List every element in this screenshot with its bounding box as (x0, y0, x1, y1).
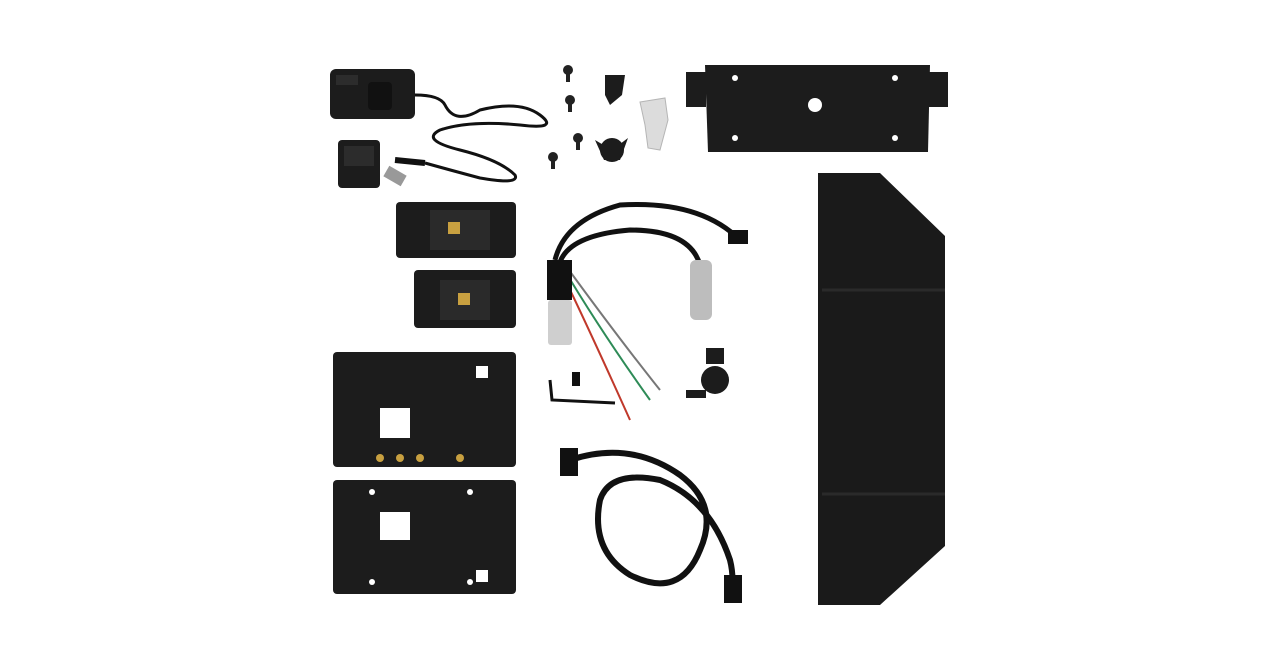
sun-hood (818, 173, 945, 605)
adapter-plug (338, 140, 380, 188)
mounting-bracket (686, 65, 948, 152)
cable-breakout (547, 201, 748, 421)
ball-head-mount (686, 348, 729, 398)
battery-plate-bottom (414, 270, 516, 328)
power-adapter (330, 69, 549, 187)
back-plate-flat (333, 480, 516, 594)
screws (548, 65, 583, 169)
battery-plate-top (396, 202, 516, 258)
hdmi-cable (560, 448, 742, 603)
allen-key (548, 379, 616, 405)
back-plate-textured (333, 352, 516, 467)
thumb-knobs (595, 75, 628, 162)
grub-screw (572, 372, 580, 386)
key (639, 97, 669, 151)
